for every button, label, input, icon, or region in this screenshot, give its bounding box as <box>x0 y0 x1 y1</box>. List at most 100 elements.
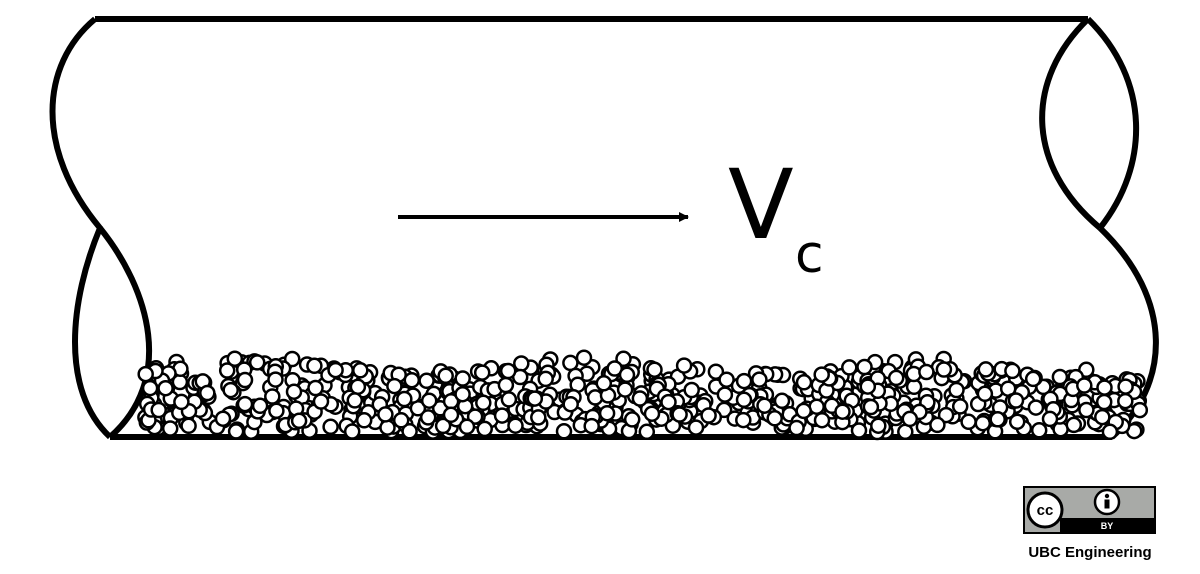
sediment-particle <box>392 412 410 429</box>
pipe-right-end-lens-left <box>1039 16 1102 231</box>
sediment-particle <box>1027 399 1045 416</box>
sediment-particle <box>251 397 269 415</box>
sediment-particle <box>1024 370 1042 388</box>
sediment-particle <box>1051 368 1069 386</box>
sediment-particle <box>638 423 656 441</box>
sediment-particle <box>497 376 515 394</box>
sediment-particle <box>312 393 330 410</box>
sediment-particle <box>700 407 717 424</box>
sediment-particle <box>660 393 677 411</box>
sediment-particle <box>180 417 197 435</box>
sediment-particle <box>1008 413 1026 431</box>
sediment-particle <box>687 419 705 436</box>
sediment-particle <box>137 365 154 383</box>
cc-badge-black-band <box>1060 518 1154 532</box>
sediment-particle <box>290 412 308 430</box>
sediment-particle <box>901 410 919 428</box>
sediment-particle <box>386 377 403 395</box>
cc-logo-text: cc <box>1037 502 1054 519</box>
sediment-particle <box>396 390 413 408</box>
sediment-particle <box>756 397 773 414</box>
sediment-particle <box>1096 379 1113 396</box>
sediment-particle <box>555 423 573 440</box>
sediment-particle <box>766 410 783 427</box>
sediment-particle <box>989 411 1006 428</box>
sediment-particle <box>1041 410 1059 428</box>
sediment-particle <box>322 418 339 436</box>
sediment-particle <box>1095 393 1113 411</box>
sediment-particle <box>264 388 281 405</box>
pipe-right-end-lower <box>1097 225 1159 440</box>
sediment-particle <box>643 405 661 422</box>
sediment-particle <box>434 417 452 435</box>
sediment-particle <box>850 422 868 439</box>
sediment-particle <box>150 401 167 419</box>
sediment-particle <box>1078 401 1095 419</box>
pipe-left-end-inner <box>97 226 153 440</box>
sediment-particle <box>161 420 179 437</box>
sediment-particle <box>307 379 324 397</box>
sediment-particle <box>473 364 491 381</box>
sediment-particle <box>507 417 524 434</box>
sediment-particle <box>735 391 753 409</box>
sediment-particle <box>716 386 734 403</box>
sediment-particle <box>575 349 593 366</box>
sediment-particle <box>346 392 364 409</box>
sediment-particle <box>268 402 285 420</box>
sediment-particle <box>513 355 530 372</box>
sediment-particle <box>751 371 768 388</box>
sediment-particle <box>419 409 437 426</box>
sediment-particle <box>442 406 460 424</box>
sediment-particle <box>887 369 905 387</box>
sediment-particle <box>795 374 813 391</box>
sediment-particle <box>675 357 693 374</box>
sediment-particle <box>856 358 873 376</box>
sediment-particle <box>1101 423 1119 441</box>
sediment-particle <box>499 362 517 380</box>
sediment-particle <box>773 392 791 410</box>
sediment-particle <box>327 361 344 379</box>
sediment-particle <box>631 390 649 407</box>
sediment-particle <box>285 383 303 400</box>
sediment-particle <box>948 381 965 399</box>
sediment-particle <box>813 366 830 383</box>
sediment-particle <box>493 407 511 424</box>
sediment-particle <box>683 381 700 399</box>
velocity-subscript: c <box>795 225 824 285</box>
pipe-right-end-lens-right <box>1085 16 1139 230</box>
sediment-particle <box>735 372 753 390</box>
velocity-symbol: V <box>728 149 794 261</box>
sediment-particle <box>418 372 435 390</box>
sediment-particle <box>475 394 492 412</box>
sediment-particle <box>1004 362 1021 380</box>
sediment-particle <box>841 359 858 376</box>
sediment-particle <box>598 404 616 422</box>
sediment-particle <box>500 391 518 408</box>
sediment-particle <box>918 363 935 381</box>
sediment-particle <box>458 418 476 436</box>
sediment-particle <box>976 385 994 403</box>
sediment-particle <box>267 371 284 388</box>
sediment-particle <box>420 392 438 409</box>
cc-by-label: BY <box>1101 521 1114 531</box>
sediment-particle <box>977 361 995 378</box>
sediment-particle <box>141 379 159 397</box>
sediment-particle <box>437 367 454 385</box>
sediment-particle <box>352 362 369 379</box>
sediment-particle <box>1117 392 1134 410</box>
sediment-particle <box>1065 416 1083 434</box>
sediment-particle <box>974 414 992 432</box>
sediment-particle <box>454 385 471 403</box>
cc-logo-icon <box>1026 491 1064 529</box>
attribution-person-body <box>1104 499 1110 509</box>
sediment-particle <box>788 419 805 437</box>
sediment-particle <box>595 375 613 392</box>
sediment-particle <box>379 419 396 436</box>
sediment-particle <box>707 363 725 380</box>
sediment-particle <box>616 381 634 398</box>
sediment-particle <box>227 423 245 440</box>
sediment-particle <box>306 357 323 375</box>
sediment-particle <box>173 393 190 411</box>
sediment-particle <box>355 412 373 429</box>
attribution-person-head <box>1104 493 1110 499</box>
